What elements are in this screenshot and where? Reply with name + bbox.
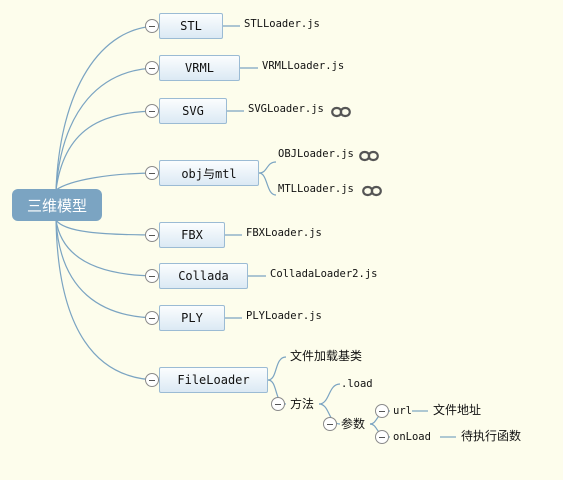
connector-mtl-leaf [258,172,277,196]
collapse-minus-icon[interactable] [323,417,337,431]
branch-node-collada[interactable]: Collada [159,263,248,289]
connector-root-vrml [55,67,160,191]
params-label[interactable]: 参数 [341,417,366,431]
chain-link-icon[interactable] [362,185,382,197]
loader-stl[interactable]: STLLoader.js [244,18,320,30]
connector-root-fileloader [55,219,160,381]
collapse-minus-icon[interactable] [145,61,159,75]
branch-label-objmtl: obj与mtl [181,166,237,181]
collapse-minus-icon[interactable] [375,430,389,444]
branch-label-fbx: FBX [181,228,203,242]
root-label: 三维模型 [26,196,87,215]
branch-label-svg: SVG [182,104,204,118]
collapse-minus-icon[interactable] [145,228,159,242]
branch-node-svg[interactable]: SVG [159,98,227,124]
loader-obj[interactable]: OBJLoader.js [278,148,354,160]
branch-label-vrml: VRML [185,61,214,75]
connector-root-ply [55,219,160,319]
collapse-minus-icon[interactable] [145,19,159,33]
fileloader-description[interactable]: 文件加载基类 [290,349,363,363]
connector-root-objmtl [55,172,160,191]
param-onload[interactable]: onLoad [393,431,431,443]
param-url-desc[interactable]: 文件地址 [433,403,482,417]
branch-node-stl[interactable]: STL [159,13,223,39]
branch-node-objmtl[interactable]: obj与mtl [159,160,259,186]
collapse-minus-icon[interactable] [145,373,159,387]
connector-fileloader-desc [267,356,287,381]
collapse-minus-icon[interactable] [145,269,159,283]
chain-link-icon[interactable] [331,106,351,118]
loader-ply[interactable]: PLYLoader.js [246,310,322,322]
branch-label-stl: STL [180,19,202,33]
loader-collada[interactable]: ColladaLoader2.js [270,268,378,280]
loader-svg[interactable]: SVGLoader.js [248,103,324,115]
collapse-minus-icon[interactable] [145,311,159,325]
branch-node-fileloader[interactable]: FileLoader [159,367,268,393]
chain-link-icon[interactable] [359,150,379,162]
connector-method-load [318,383,341,405]
connector-obj-leaf [258,161,277,174]
branch-node-ply[interactable]: PLY [159,305,225,331]
loader-vrml[interactable]: VRMLLoader.js [262,60,345,72]
connector-root-svg [55,110,160,191]
loader-mtl[interactable]: MTLLoader.js [278,183,354,195]
collapse-minus-icon[interactable] [271,397,285,411]
branch-node-vrml[interactable]: VRML [159,55,240,81]
connector-root-stl [55,25,160,191]
loader-fbx[interactable]: FBXLoader.js [246,227,322,239]
connector-root-fbx [55,219,160,236]
connector-root-collada [55,219,160,277]
param-url[interactable]: url [393,405,412,417]
branch-label-fileloader: FileLoader [177,373,250,387]
collapse-minus-icon[interactable] [145,104,159,118]
collapse-minus-icon[interactable] [375,404,389,418]
branch-node-fbx[interactable]: FBX [159,222,225,248]
method-name[interactable]: .load [341,378,373,390]
branch-label-ply: PLY [181,311,203,325]
connector-method-params [318,403,341,425]
method-label[interactable]: 方法 [290,397,315,411]
param-onload-desc[interactable]: 待执行函数 [461,429,522,443]
root-node[interactable]: 三维模型 [12,189,102,221]
branch-label-collada: Collada [178,269,229,283]
collapse-minus-icon[interactable] [145,166,159,180]
